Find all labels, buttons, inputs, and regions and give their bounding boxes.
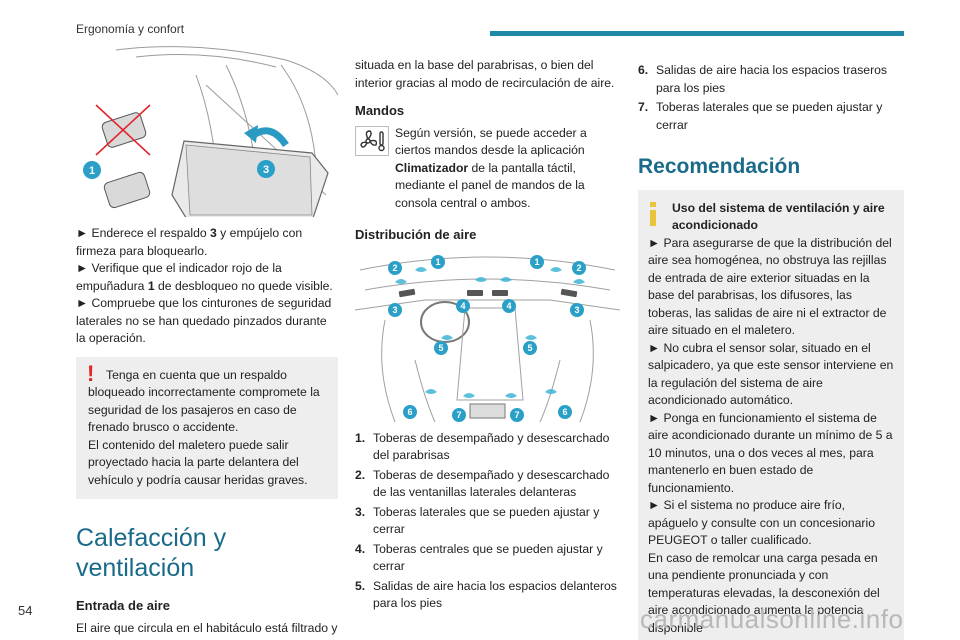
svg-text:4: 4 xyxy=(506,301,511,311)
fan-temperature-icon xyxy=(355,125,389,156)
info-line-3: ► Ponga en funcionamiento el sistema de … xyxy=(648,410,893,495)
warning-box: ! Tenga en cuenta que un respaldo bloque… xyxy=(76,356,338,499)
svg-text:3: 3 xyxy=(392,305,397,315)
svg-text:2: 2 xyxy=(576,263,581,273)
info-line-1: ► Para asegurarse de que la distribución… xyxy=(648,235,892,338)
recomendacion-title: Recomendación xyxy=(638,155,801,178)
list-item: 1.Toberas de desempañado y desescarchado… xyxy=(355,430,610,463)
info-title: Uso del sistema de ventilación y aire ac… xyxy=(672,200,885,233)
svg-text:5: 5 xyxy=(438,343,443,353)
entrada-text: El aire que circula en el habitáculo est… xyxy=(76,620,338,640)
svg-text:6: 6 xyxy=(562,407,567,417)
running-header: Ergonomía y confort xyxy=(76,22,185,36)
info-line-2: ► No cubra el sensor solar, situado en e… xyxy=(648,340,894,408)
air-distribution-illustration: 1 1 2 2 3 3 4 4 5 5 6 6 7 7 xyxy=(355,254,620,422)
step-3: ► Compruebe que los cinturones de seguri… xyxy=(76,296,332,345)
list-item: 4.Toberas centrales que se pueden ajusta… xyxy=(355,541,603,574)
step-2: ► Verifique que el indicador rojo de la … xyxy=(76,261,333,293)
outlet-list-b: 6.Salidas de aire hacia los espacios tra… xyxy=(638,62,904,134)
svg-text:4: 4 xyxy=(460,301,465,311)
svg-text:7: 7 xyxy=(456,410,461,420)
step-1: ► Enderece el respaldo 3 y empújelo con … xyxy=(76,226,303,258)
info-line-5: En caso de remolcar una carga pesada en … xyxy=(648,550,880,635)
outlet-list-a: 1.Toberas de desempañado y desescarchado… xyxy=(355,430,620,613)
continued-text: situada en la base del parabrisas, o bie… xyxy=(355,58,615,90)
column-3: 6.Salidas de aire hacia los espacios tra… xyxy=(638,62,904,640)
header-accent-bar xyxy=(490,31,904,36)
info-line-4: ► Si el sistema no produce aire frío, ap… xyxy=(648,498,875,547)
list-item: 6.Salidas de aire hacia los espacios tra… xyxy=(638,63,888,95)
svg-text:3: 3 xyxy=(263,164,269,176)
svg-text:5: 5 xyxy=(527,343,532,353)
warning-text-1: Tenga en cuenta que un respaldo bloquead… xyxy=(88,367,320,435)
mandos-paragraph: Según versión, se puede acceder a cierto… xyxy=(355,125,620,213)
warning-icon: ! xyxy=(87,360,95,386)
label-1-badge xyxy=(83,161,101,179)
svg-text:1: 1 xyxy=(89,165,95,177)
svg-text:1: 1 xyxy=(534,257,539,267)
label-3-badge xyxy=(257,160,275,178)
svg-text:3: 3 xyxy=(574,305,579,315)
mandos-title: Mandos xyxy=(355,103,405,118)
info-icon xyxy=(650,201,656,226)
list-item: 3.Toberas laterales que se pueden ajusta… xyxy=(355,504,600,537)
list-item: 2.Toberas de desempañado y desescarchado… xyxy=(355,467,610,500)
section-title: Calefacción y ventilación xyxy=(76,524,227,582)
distribucion-title: Distribución de aire xyxy=(355,227,477,242)
svg-text:7: 7 xyxy=(514,410,519,420)
seat-backrest-illustration: 1 3 xyxy=(83,46,338,217)
list-item: 5.Salidas de aire hacia los espacios del… xyxy=(355,578,617,611)
watermark-text: carmanualsonline.info xyxy=(640,604,904,634)
entrada-title: Entrada de aire xyxy=(76,598,170,613)
svg-text:2: 2 xyxy=(392,263,397,273)
page-number: 54 xyxy=(18,603,33,618)
info-box: Uso del sistema de ventilación y aire ac… xyxy=(638,189,904,640)
column-2: situada en la base del parabrisas, o bie… xyxy=(355,57,620,615)
list-item: 7.Toberas laterales que se pueden ajusta… xyxy=(638,100,883,132)
svg-text:1: 1 xyxy=(435,257,440,267)
warning-text-2: El contenido del maletero puede salir pr… xyxy=(88,437,308,487)
column-1: 1 3 ► Enderece el respaldo 3 y empújelo … xyxy=(76,45,338,640)
svg-text:6: 6 xyxy=(407,407,412,417)
